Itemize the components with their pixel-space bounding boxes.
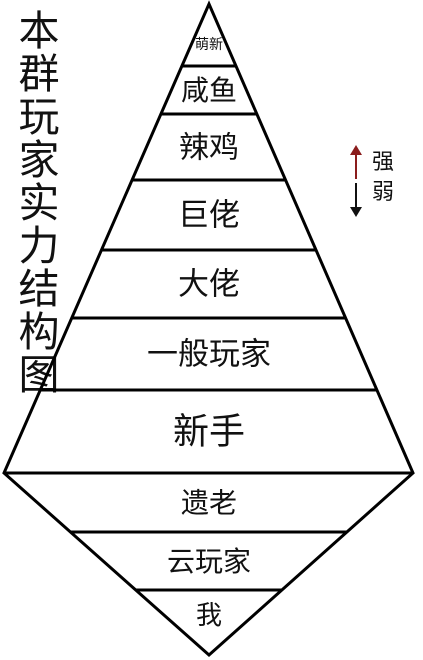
title-char: 结 [18, 265, 60, 313]
tier-label: 辣鸡 [179, 131, 239, 166]
title-char: 玩 [18, 93, 60, 141]
title-char: 本 [18, 7, 60, 55]
tier-label: 咸鱼 [181, 74, 237, 107]
tier-label: 大佬 [178, 267, 240, 303]
diagram-title: 本 群 玩 家 实 力 结 构 图 [16, 10, 62, 397]
title-char: 家 [18, 136, 60, 184]
title-char: 实 [18, 179, 60, 227]
tier-label: 萌新 [195, 37, 223, 53]
title-char: 群 [18, 50, 60, 98]
tier-label: 巨佬 [178, 198, 240, 234]
strength-arrow-icon [350, 145, 362, 217]
title-char: 构 [18, 308, 60, 356]
legend-strong-label: 强 [372, 150, 395, 175]
tier-label: 云玩家 [167, 545, 251, 578]
tier-label: 遗老 [181, 487, 237, 520]
title-char: 力 [18, 222, 60, 270]
legend-weak-label: 弱 [372, 180, 395, 205]
tier-label: 新手 [173, 412, 245, 453]
tier-label: 一般玩家 [147, 337, 271, 373]
strength-legend: 强 弱 [346, 143, 416, 219]
tier-label: 我 [196, 601, 222, 631]
